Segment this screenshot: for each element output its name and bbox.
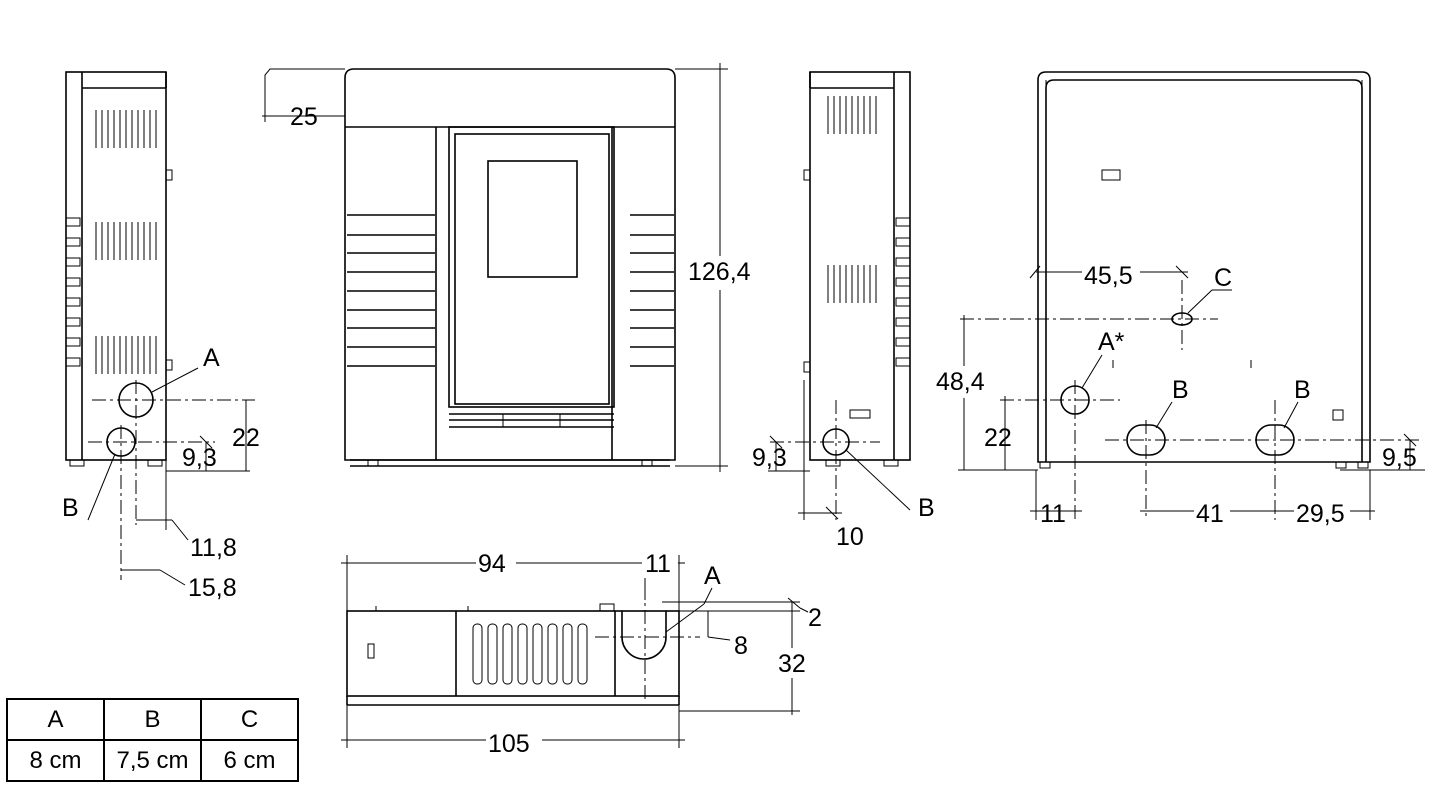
front-view: 25 126,4 [262, 63, 751, 472]
front-glass-window [487, 160, 578, 278]
left-dim-11-8: 11,8 [190, 534, 237, 562]
left-vent-grilles [95, 110, 157, 374]
front-dim-126-4: 126,4 [688, 258, 751, 286]
top-outlet-a [621, 611, 667, 660]
rear-dim-45-5: 45,5 [1084, 262, 1133, 290]
legend-header-c: C [200, 698, 299, 741]
left-label-b: B [62, 494, 79, 522]
top-vent-slots [472, 623, 588, 685]
top-label-a: A [704, 562, 721, 590]
legend-value-c: 6 cm [200, 739, 299, 782]
right-dim-9-3: 9,3 [752, 444, 787, 472]
left-label-a: A [203, 344, 220, 372]
rear-dim-41: 41 [1196, 500, 1224, 528]
right-side-view: 9,3 10 B [752, 71, 935, 551]
legend-header-row: A B C [6, 698, 299, 741]
rear-dim-11: 11 [1040, 500, 1066, 528]
left-dim-22: 22 [232, 424, 260, 452]
front-dim-25: 25 [290, 103, 318, 131]
right-dim-10: 10 [836, 523, 864, 551]
left-dim-9-3: 9,3 [182, 444, 217, 472]
rear-view: 45,5 C A* B B 48,4 22 11 41 29,5 9,5 [936, 71, 1425, 528]
top-dim-105: 105 [488, 730, 530, 758]
top-dim-2: 2 [808, 604, 822, 632]
top-dim-94: 94 [478, 550, 506, 578]
rear-dim-48-4: 48,4 [936, 368, 985, 396]
rear-label-a-star: A* [1098, 328, 1125, 356]
rear-label-b1: B [1172, 376, 1189, 404]
top-dim-11: 11 [645, 550, 671, 578]
legend-value-row: 8 cm 7,5 cm 6 cm [6, 739, 299, 782]
top-view: 94 11 A 2 8 32 105 [341, 548, 822, 758]
outlet-size-legend: A B C 8 cm 7,5 cm 6 cm [6, 698, 299, 782]
right-vent-grilles [827, 96, 877, 303]
right-label-b: B [918, 494, 935, 522]
legend-value-b: 7,5 cm [103, 739, 202, 782]
rear-label-c: C [1214, 264, 1232, 292]
legend-header-b: B [103, 698, 202, 741]
rear-label-b2: B [1294, 376, 1311, 404]
legend-header-a: A [6, 698, 105, 741]
top-dim-32: 32 [778, 650, 806, 678]
rear-dim-9-5: 9,5 [1382, 444, 1417, 472]
rear-dim-29-5: 29,5 [1296, 500, 1345, 528]
top-dim-8: 8 [734, 632, 748, 660]
front-louvres [347, 214, 674, 367]
left-dim-15-8: 15,8 [188, 574, 237, 602]
legend-value-a: 8 cm [6, 739, 105, 782]
rear-dim-22: 22 [984, 424, 1012, 452]
left-side-view: A B 22 9,3 11,8 15,8 [62, 71, 260, 602]
